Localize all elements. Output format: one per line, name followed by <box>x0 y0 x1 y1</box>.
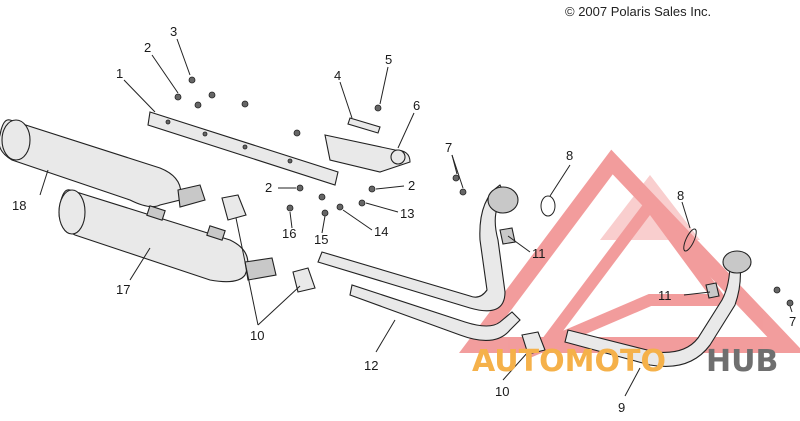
callout-18: 18 <box>12 198 26 213</box>
callout-8-upper: 8 <box>566 148 573 163</box>
callout-2-left: 2 <box>265 180 272 195</box>
callout-15: 15 <box>314 232 328 247</box>
callout-12: 12 <box>364 358 378 373</box>
watermark-text: AUTOMOTO HUB <box>472 344 778 379</box>
muffler-lower <box>58 189 277 283</box>
leader-lines <box>39 38 793 397</box>
callout-1: 1 <box>116 66 123 81</box>
callout-4: 4 <box>334 68 341 83</box>
callouts: 1 2 3 4 5 6 7 8 8 2 2 13 14 15 16 18 17 … <box>12 24 796 415</box>
callout-11-front: 11 <box>532 246 546 261</box>
callout-9: 9 <box>618 400 625 415</box>
watermark-automoto: AUTOMOTO <box>472 344 666 379</box>
watermark-hub: HUB <box>706 344 778 379</box>
callout-2: 2 <box>144 40 151 55</box>
callout-14: 14 <box>374 224 388 239</box>
callout-7-upper: 7 <box>445 140 452 155</box>
callout-17: 17 <box>116 282 130 297</box>
callout-10-left: 10 <box>250 328 264 343</box>
callout-16: 16 <box>282 226 296 241</box>
mounting-bracket <box>147 111 339 186</box>
head-pipe-rear <box>564 250 752 367</box>
callout-13: 13 <box>400 206 414 221</box>
muffler-upper <box>0 119 206 208</box>
watermark-logo <box>459 149 800 360</box>
support-rod <box>347 117 381 134</box>
gaskets <box>540 195 697 252</box>
copyright-text: © 2007 Polaris Sales Inc. <box>565 4 711 19</box>
callout-11-rear: 11 <box>658 288 672 303</box>
callout-5: 5 <box>385 52 392 67</box>
callout-10-lower: 10 <box>495 384 509 399</box>
fasteners <box>174 76 794 307</box>
head-pipe-front <box>317 184 521 341</box>
clamp-parts <box>221 194 546 355</box>
callout-8-lower: 8 <box>677 188 684 203</box>
callout-2-right: 2 <box>408 178 415 193</box>
callout-3: 3 <box>170 24 177 39</box>
callout-6: 6 <box>413 98 420 113</box>
exhaust-bracket <box>324 134 411 173</box>
callout-7-right: 7 <box>789 314 796 329</box>
